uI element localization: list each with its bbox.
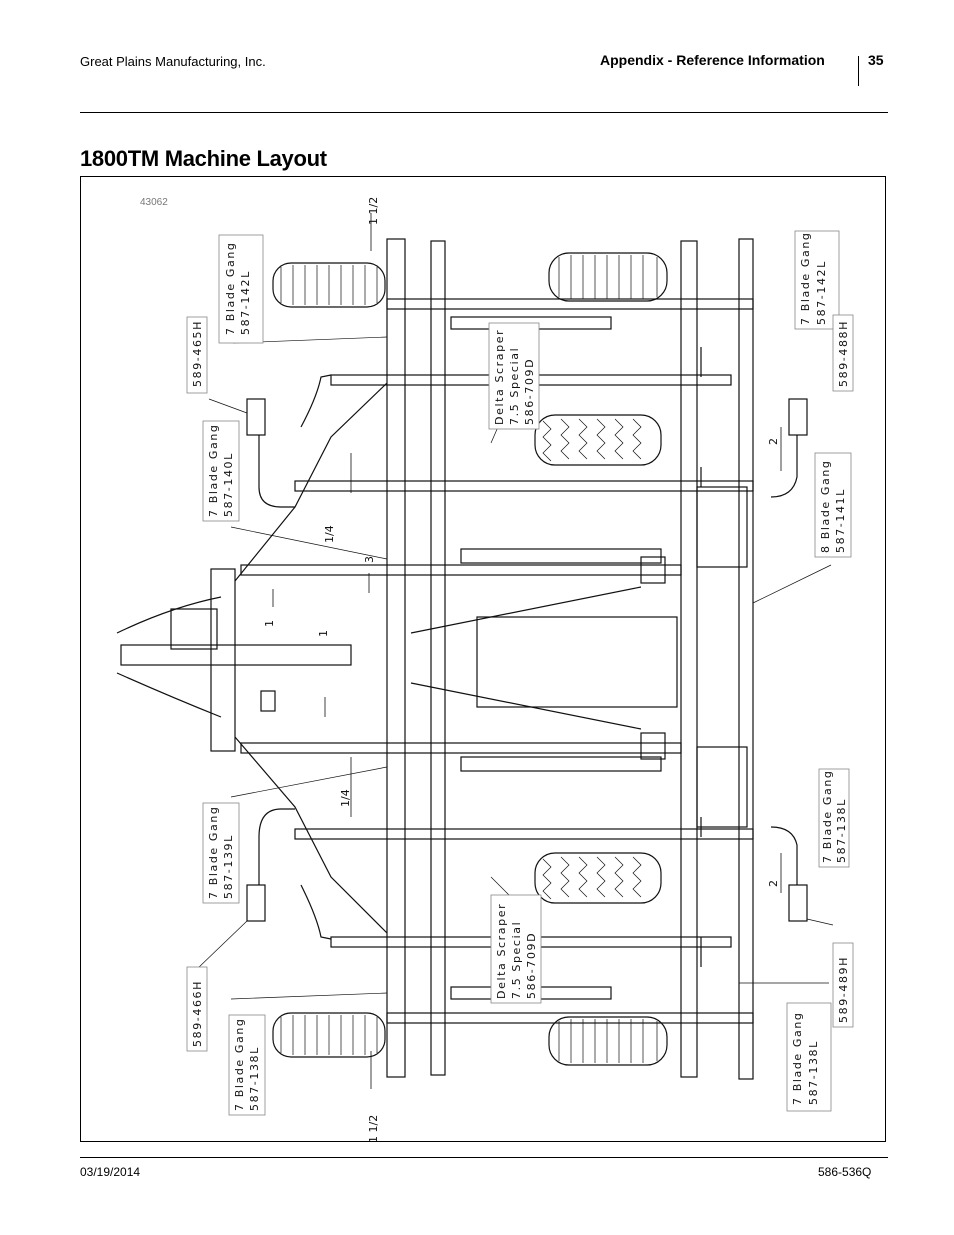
page-title: 1800TM Machine Layout: [80, 146, 327, 171]
gang-mid-left-lower-line2: 587-139L: [222, 834, 235, 899]
header-section: Appendix - Reference Information: [600, 52, 825, 68]
gang-top-left-line2: 587-142L: [239, 270, 252, 335]
gang-top-right-line1: 7 Blade Gang: [799, 231, 812, 325]
frame-rail-left: [386, 238, 406, 1078]
callout-box-gang-mid-right-upper: [814, 452, 852, 558]
frame-rail-far-right: [738, 238, 754, 1080]
gang-mid-right-lower-line2: 587-138L: [835, 798, 848, 863]
bracket-upper: [640, 556, 666, 584]
scraper-upper-line3: 586-709D: [523, 358, 536, 425]
hub-488-label: 589-488H: [837, 320, 850, 387]
scraper-upper-line1: Delta Scraper: [493, 329, 506, 425]
frame-rail-inner: [430, 240, 446, 1076]
gang-bar-2: [460, 548, 662, 564]
gang-bot-left-line2: 587-138L: [248, 1046, 261, 1111]
gang-bar-3: [460, 756, 662, 772]
callout-box-gang-top-left: [218, 234, 264, 344]
gang-top-left-line1: 7 Blade Gang: [224, 241, 237, 335]
callout-box-hub-488: [832, 314, 854, 392]
bracket-lower: [640, 732, 666, 760]
rear-assembly-upper: [696, 486, 748, 568]
callout-box-gang-mid-left-upper: [202, 420, 240, 522]
dim-quarter-lower: 1/4: [339, 789, 352, 807]
rear-assembly-lower: [696, 746, 748, 828]
tire-upper-center: [534, 414, 662, 466]
scraper-lower-line3: 586-709D: [525, 932, 538, 999]
scraper-lower-line1: Delta Scraper: [495, 903, 508, 999]
hub-465-label: 589-465H: [191, 320, 204, 387]
dim-top: 1 1/2: [367, 197, 380, 225]
gang-bot-left-line1: 7 Blade Gang: [233, 1017, 246, 1111]
dim-quarter-upper: 1/4: [323, 525, 336, 543]
tire-lower-center: [534, 852, 662, 904]
callout-box-gang-mid-right-lower: [818, 768, 850, 868]
header-company: Great Plains Manufacturing, Inc.: [80, 54, 266, 69]
footer-date: 03/19/2014: [80, 1165, 141, 1179]
header-rule: [80, 112, 888, 113]
wheel-bottom-right: [548, 1016, 668, 1066]
cross-tube-4: [240, 564, 682, 576]
cross-tube-3: [294, 480, 754, 492]
footer-doc-number: 586-536Q: [818, 1165, 872, 1179]
dim-two-lower: 2: [767, 880, 780, 887]
dim-two-upper: 2: [767, 438, 780, 445]
scraper-lower-line2: 7.5 Special: [510, 921, 523, 999]
callout-box-hub-466: [186, 966, 208, 1052]
cross-tube-5: [240, 742, 682, 754]
hub-466-label: 589-466H: [191, 980, 204, 1047]
jack-box: [170, 608, 218, 650]
scraper-upper-line2: 7.5 Special: [508, 347, 521, 425]
cross-tube-8: [386, 1012, 754, 1024]
callout-box-hub-489: [832, 942, 854, 1028]
gang-top-right-line2: 587-142L: [815, 260, 828, 325]
gang-mid-right-upper-line2: 587-141L: [834, 488, 847, 553]
machine-layout-diagram: 7 Blade Gang 587-142L 7 Blade Gang 587-1…: [116, 197, 854, 1141]
hitch-tongue: [120, 644, 352, 666]
hub-box-466: [246, 884, 266, 922]
gang-mid-right-upper-line1: 8 Blade Gang: [819, 459, 832, 553]
callout-box-gang-bot-right: [786, 1002, 832, 1112]
footer-rule: [80, 1157, 888, 1158]
callout-box-gang-mid-left-lower: [202, 802, 240, 904]
dim-three: 3: [363, 556, 376, 563]
hub-489-label: 589-489H: [837, 956, 850, 1023]
wheel-bottom-left: [272, 1012, 386, 1058]
hub-box-489: [788, 884, 808, 922]
center-plate: [476, 616, 678, 708]
gang-mid-right-lower-line1: 7 Blade Gang: [821, 769, 834, 863]
callout-box-scraper-lower: [490, 894, 542, 1004]
figure-id: 43062: [140, 197, 168, 208]
frame-rail-right: [680, 240, 698, 1078]
hitch-frame: [210, 568, 236, 752]
dim-bottom: 1 1/2: [367, 1115, 380, 1141]
hub-box-488: [788, 398, 808, 436]
gang-mid-left-upper-line1: 7 Blade Gang: [207, 423, 220, 517]
header-divider: [858, 56, 859, 86]
cross-tube-1: [386, 298, 754, 310]
gang-bot-right-line1: 7 Blade Gang: [791, 1011, 804, 1105]
wheel-top-right: [548, 252, 668, 302]
figure-frame: [80, 176, 886, 1142]
hub-box-465: [246, 398, 266, 436]
gang-mid-left-lower-line1: 7 Blade Gang: [207, 805, 220, 899]
dim-one-b: 1: [317, 630, 330, 637]
callout-box-gang-top-right: [794, 230, 840, 330]
dim-one-a: 1: [263, 620, 276, 627]
wheel-top-left: [272, 262, 386, 308]
callout-box-scraper-upper: [488, 322, 540, 430]
page-number: 35: [868, 52, 884, 68]
callout-box-hub-465: [186, 316, 208, 394]
cross-tube-6: [294, 828, 754, 840]
gang-bot-right-line2: 587-138L: [807, 1040, 820, 1105]
gang-mid-left-upper-line2: 587-140L: [222, 452, 235, 517]
callout-box-gang-bot-left: [228, 1014, 266, 1116]
